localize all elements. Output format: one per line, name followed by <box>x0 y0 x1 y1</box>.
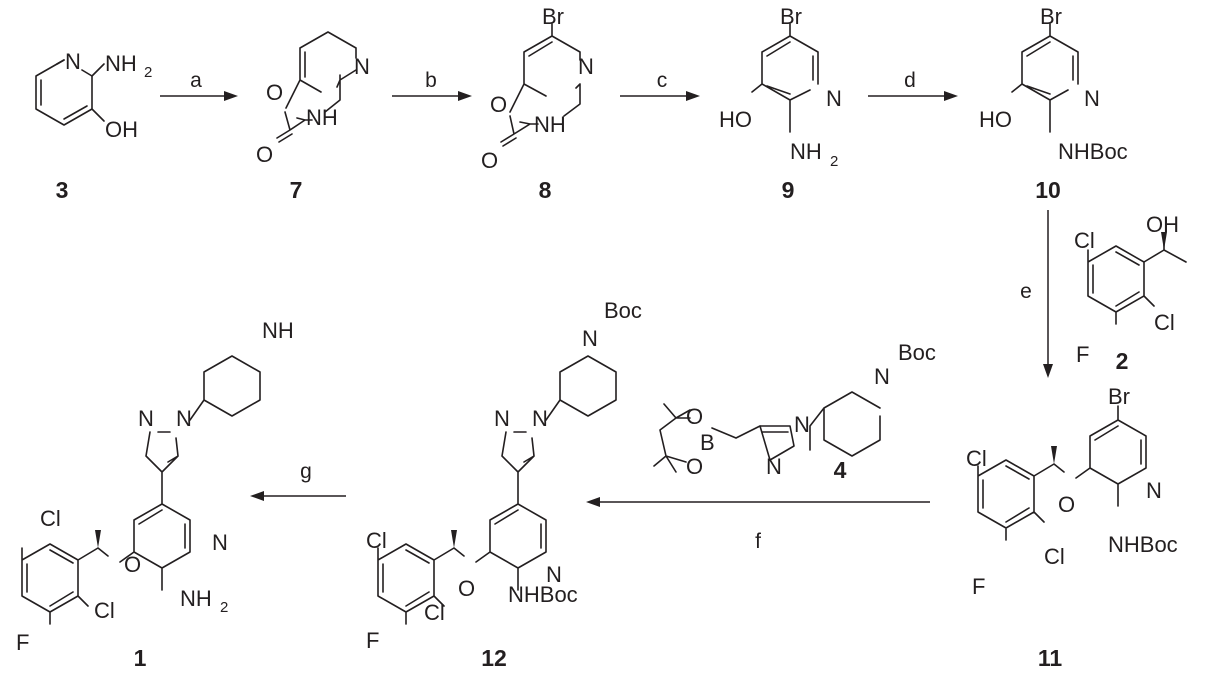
atom-label: HO <box>719 107 752 132</box>
atom-label: O <box>1058 492 1075 517</box>
compound-3-structure: N NH 2 OH <box>35 49 152 142</box>
atom-label: O <box>124 552 141 577</box>
reaction-arrow-g <box>250 491 346 501</box>
atom-label: F <box>1076 342 1089 367</box>
step-label-c: c <box>657 69 668 92</box>
atom-label: N <box>826 86 842 111</box>
compound-4-structure: O B O N N N Boc <box>653 340 936 479</box>
atom-label: N <box>176 406 192 431</box>
compound-number-9: 9 <box>782 177 795 203</box>
atom-label: O <box>256 142 273 167</box>
atom-label: NH <box>105 51 137 76</box>
atom-label: Cl <box>94 598 115 623</box>
atom-label: NH <box>306 105 338 130</box>
atom-subscript: 2 <box>220 599 228 616</box>
atom-label: F <box>16 630 29 655</box>
atom-label: O <box>481 148 498 173</box>
compound-number-10: 10 <box>1035 177 1061 203</box>
atom-label: O <box>686 454 703 479</box>
reaction-arrow-d <box>868 91 958 101</box>
atom-label: N <box>354 54 370 79</box>
compound-number-4: 4 <box>834 457 847 483</box>
compound-number-11: 11 <box>1038 645 1063 671</box>
atom-label: Br <box>780 4 802 29</box>
step-label-f: f <box>755 530 761 553</box>
atom-label: N <box>794 412 810 437</box>
compound-number-2: 2 <box>1116 348 1129 374</box>
atom-label: O <box>266 80 283 105</box>
atom-label: NH <box>262 318 294 343</box>
atom-subscript: 2 <box>830 153 838 170</box>
atom-label: N <box>874 364 890 389</box>
atom-label: N <box>138 406 154 431</box>
compound-1-structure: Cl O N NH 2 Cl F N N NH <box>16 318 294 655</box>
atom-label: Cl <box>1154 310 1175 335</box>
step-label-e: e <box>1020 280 1032 303</box>
atom-label: Cl <box>424 600 445 625</box>
compound-2-structure: Cl OH Cl F <box>1074 212 1187 367</box>
compound-number-3: 3 <box>56 177 69 203</box>
step-label-b: b <box>425 69 437 92</box>
atom-label: Cl <box>1074 228 1095 253</box>
atom-label: Boc <box>604 298 642 323</box>
compound-number-1: 1 <box>134 645 147 671</box>
atom-label: N <box>766 454 782 479</box>
step-label-g: g <box>300 460 312 483</box>
compound-11-structure: Br Cl O N NHBoc Cl F <box>966 384 1178 599</box>
atom-label: O <box>686 404 703 429</box>
atom-label: N <box>65 49 81 74</box>
atom-label: N <box>1146 478 1162 503</box>
atom-label: Cl <box>40 506 61 531</box>
atom-label: OH <box>1146 212 1179 237</box>
reaction-arrow-f <box>586 497 930 507</box>
atom-label: NHBoc <box>1108 532 1178 557</box>
compound-number-7: 7 <box>290 177 303 203</box>
atom-subscript: 2 <box>144 64 152 81</box>
atom-label: Br <box>1108 384 1130 409</box>
atom-label: N <box>532 406 548 431</box>
atom-label: NH <box>534 112 566 137</box>
atom-label: N <box>578 54 594 79</box>
compound-8-structure: Br N O NH O <box>481 4 594 173</box>
atom-label: NH <box>180 586 212 611</box>
atom-label: N <box>494 406 510 431</box>
atom-label: B <box>700 430 715 455</box>
atom-label: N <box>582 326 598 351</box>
compound-9-structure: Br N HO NH 2 <box>719 4 842 170</box>
atom-label: F <box>972 574 985 599</box>
compound-10-structure: Br N HO NHBoc <box>979 4 1128 164</box>
atom-label: Br <box>542 4 564 29</box>
atom-label: NH <box>790 139 822 164</box>
atom-label: O <box>490 92 507 117</box>
atom-label: OH <box>105 117 138 142</box>
atom-label: N <box>546 562 562 587</box>
step-label-a: a <box>190 69 202 92</box>
atom-label: Cl <box>1044 544 1065 569</box>
compound-12-structure: Cl O N NHBoc Cl F N N N Boc <box>366 298 642 653</box>
reaction-arrow-b <box>392 91 472 101</box>
atom-label: N <box>212 530 228 555</box>
atom-label: F <box>366 628 379 653</box>
atom-label: O <box>458 576 475 601</box>
compound-7-structure: N O NH O <box>256 31 370 167</box>
reaction-arrow-c <box>620 91 700 101</box>
atom-label: NHBoc <box>508 582 578 607</box>
atom-label: NHBoc <box>1058 139 1128 164</box>
atom-label: Cl <box>366 528 387 553</box>
atom-label: HO <box>979 107 1012 132</box>
compound-number-8: 8 <box>539 177 552 203</box>
atom-label: Boc <box>898 340 936 365</box>
atom-label: N <box>1084 86 1100 111</box>
reaction-arrow-e <box>1043 210 1053 378</box>
step-label-d: d <box>904 69 916 92</box>
compound-number-12: 12 <box>481 645 507 671</box>
atom-label: Cl <box>966 446 987 471</box>
atom-label: Br <box>1040 4 1062 29</box>
reaction-arrow-a <box>160 91 238 101</box>
